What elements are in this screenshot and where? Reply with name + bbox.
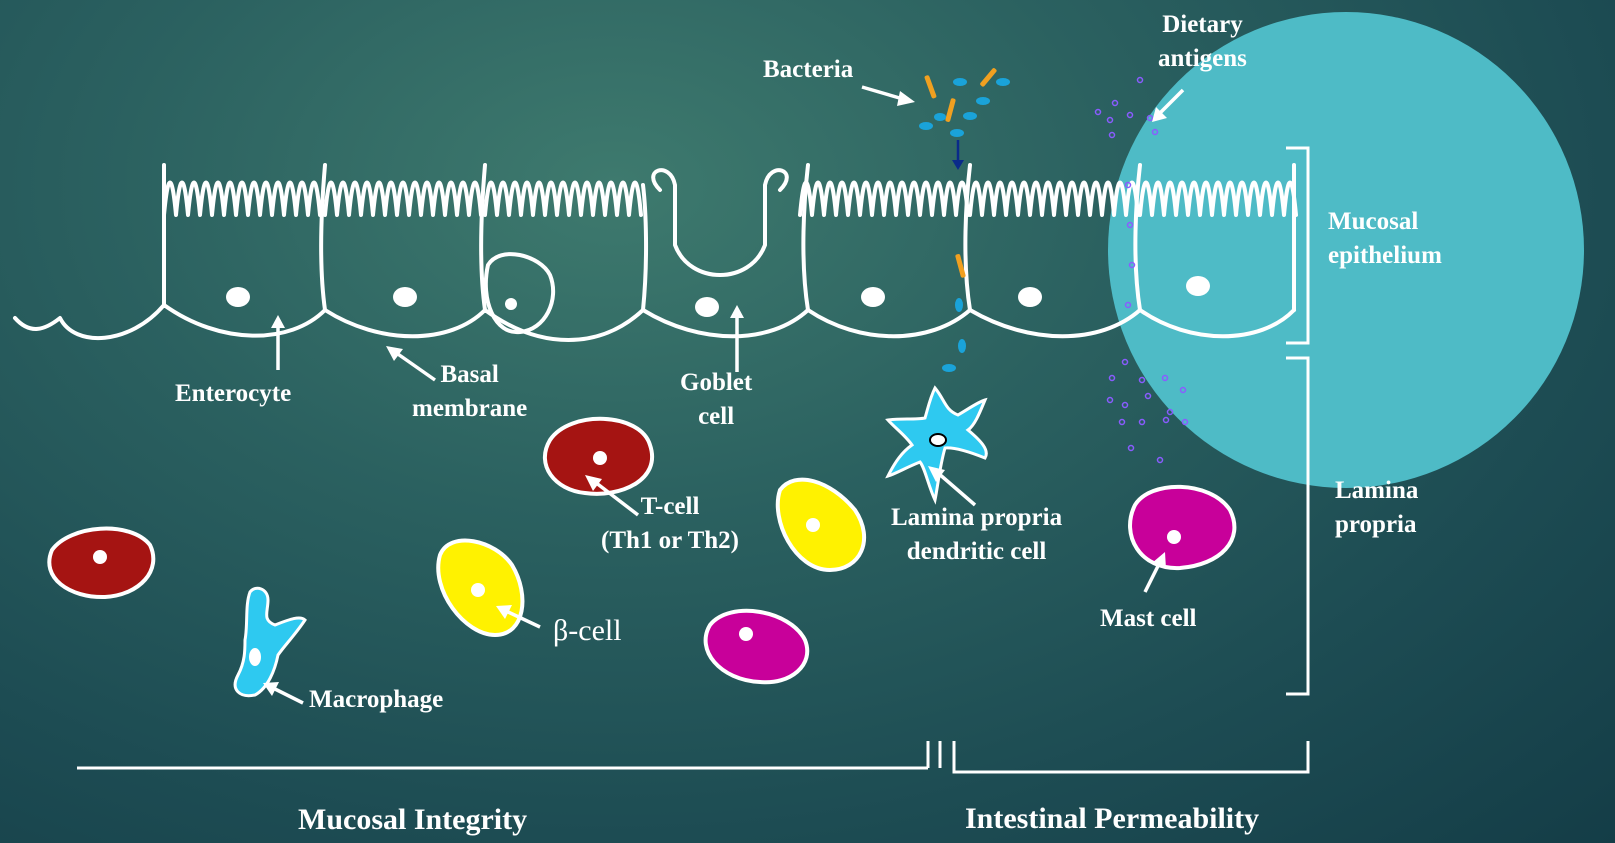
bacteria-coccus (996, 78, 1010, 86)
intestinal-permeability-bracket (940, 741, 1308, 772)
beta-cell-nucleus (471, 583, 485, 597)
goblet-cell-cup (653, 170, 787, 275)
epithelium-baseline (15, 305, 1294, 340)
enterocyte-nucleus (1018, 287, 1042, 307)
bacteria-coccus (934, 113, 946, 121)
bacteria-rod (924, 75, 937, 99)
epithelium (15, 165, 1296, 340)
enterocyte-nucleus (226, 287, 250, 307)
mast-cell-nucleus (1167, 530, 1181, 544)
cell-wall (643, 185, 646, 310)
mast-cell-label: Mast cell (1100, 602, 1196, 636)
goblet-cell-nucleus (695, 297, 719, 317)
mast-cell-body (1130, 487, 1234, 568)
bacteria-coccus (963, 112, 977, 120)
goblet-cell-label: Goblet cell (680, 366, 752, 434)
macrophage (235, 588, 305, 695)
basal-membrane-label-text: Basal membrane (412, 358, 527, 426)
beta-cell-nucleus (806, 518, 820, 532)
dietary-antigens-label: Dietary antigens (1158, 8, 1247, 76)
macrophage-label: Macrophage (309, 683, 443, 717)
macrophage-nucleus (249, 648, 261, 666)
t-cells (49, 419, 652, 597)
dendritic-cell-label: Lamina propria dendritic cell (891, 501, 1062, 569)
enterocyte-nucleus (393, 287, 417, 307)
macrophage-body (235, 588, 305, 695)
t-cell-label-text: T-cell (Th1 or Th2) (601, 490, 739, 558)
t-cell-label: T-cell (Th1 or Th2) (601, 490, 739, 558)
beta-cell-label: β-cell (553, 614, 622, 648)
bacteria-coccus (942, 364, 956, 372)
bacteria-coccus (950, 129, 964, 137)
mucosal-integrity-bracket (77, 741, 928, 768)
enterocyte-label: Enterocyte (175, 377, 291, 411)
dendritic-cell-nucleus (930, 434, 946, 446)
t-cell-nucleus (593, 451, 607, 465)
mucosal-integrity-label: Mucosal Integrity (298, 803, 527, 837)
bacteria-coccus (919, 122, 933, 130)
mucosal-epithelium-label-text: Mucosal epithelium (1328, 205, 1442, 273)
nuclei (226, 276, 1210, 317)
t-cell-nucleus (93, 550, 107, 564)
cell-wall (321, 165, 325, 310)
dendritic-cell-label-text: Lamina propria dendritic cell (891, 501, 1062, 569)
bacteria-label: Bacteria (763, 53, 853, 87)
small-cell-nucleus (505, 298, 517, 310)
bacteria-coccus (976, 97, 990, 105)
small-cell-outline (486, 254, 553, 332)
intestinal-permeability-label: Intestinal Permeability (965, 802, 1259, 836)
lamina-propria-label: Lamina propria (1335, 474, 1418, 542)
mast-cell-nucleus (739, 627, 753, 641)
mucosal-epithelium-label: Mucosal epithelium (1328, 205, 1442, 273)
basal-membrane-label: Basal membrane (412, 358, 527, 426)
enterocyte-nucleus (1186, 276, 1210, 296)
bacteria-coccus (958, 339, 966, 353)
enterocyte-nucleus (861, 287, 885, 307)
dendritic-cell (888, 388, 986, 500)
dietary-antigens-label-text: Dietary antigens (1158, 8, 1247, 76)
beta-cell-body (778, 480, 864, 570)
goblet-cell-label-text: Goblet cell (680, 366, 752, 434)
bacteria-rod (979, 67, 997, 87)
bacteria-rod (945, 98, 956, 122)
mast-cell-body (706, 611, 808, 682)
bacteria-coccus (953, 78, 967, 86)
lamina-propria-label-text: Lamina propria (1335, 474, 1418, 542)
bacteria-coccus (955, 298, 963, 312)
